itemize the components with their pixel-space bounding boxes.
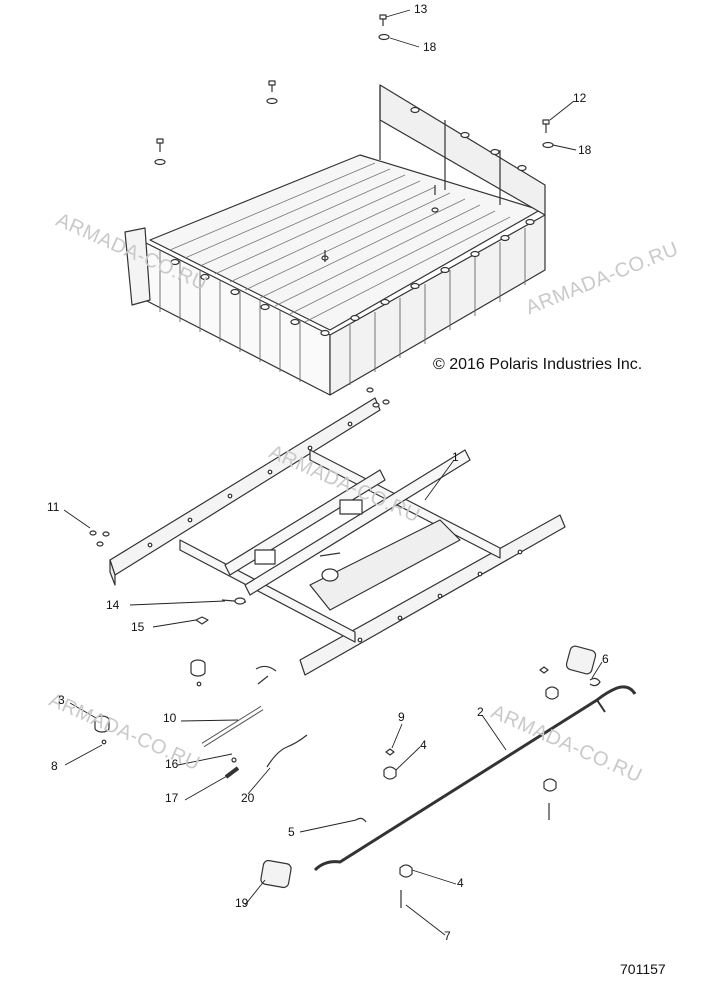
box-fasteners xyxy=(154,14,554,262)
callout-11: 11 xyxy=(47,500,60,514)
callout-3: 3 xyxy=(58,693,65,707)
callout-4: 4 xyxy=(457,876,464,890)
callout-2: 2 xyxy=(477,705,484,719)
callout-12: 12 xyxy=(573,91,587,105)
latch-parts-drawing xyxy=(94,645,637,908)
callout-7: 7 xyxy=(444,929,451,943)
callout-8: 8 xyxy=(51,759,58,773)
callout-17: 17 xyxy=(165,791,179,805)
callout-20: 20 xyxy=(241,791,255,805)
callout-19: 19 xyxy=(235,896,249,910)
callout-15: 15 xyxy=(131,620,145,634)
callout-9: 9 xyxy=(398,710,405,724)
callout-5: 5 xyxy=(288,825,295,839)
callout-6: 6 xyxy=(602,652,609,666)
cargo-box-drawing xyxy=(124,84,546,396)
frame-fasteners xyxy=(89,387,390,625)
leader-lines xyxy=(63,9,603,936)
callout-10: 10 xyxy=(163,711,177,725)
bed-frame-drawing xyxy=(109,397,566,676)
copyright-text: © 2016 Polaris Industries Inc. xyxy=(433,356,643,373)
callout-14: 14 xyxy=(106,598,120,612)
callout-4: 4 xyxy=(420,738,427,752)
callout-18: 18 xyxy=(423,40,437,54)
callout-16: 16 xyxy=(165,757,179,771)
drawing-number: 701157 xyxy=(620,961,666,977)
callout-1: 1 xyxy=(452,450,459,464)
callout-18: 18 xyxy=(578,143,592,157)
callout-13: 13 xyxy=(414,2,428,16)
